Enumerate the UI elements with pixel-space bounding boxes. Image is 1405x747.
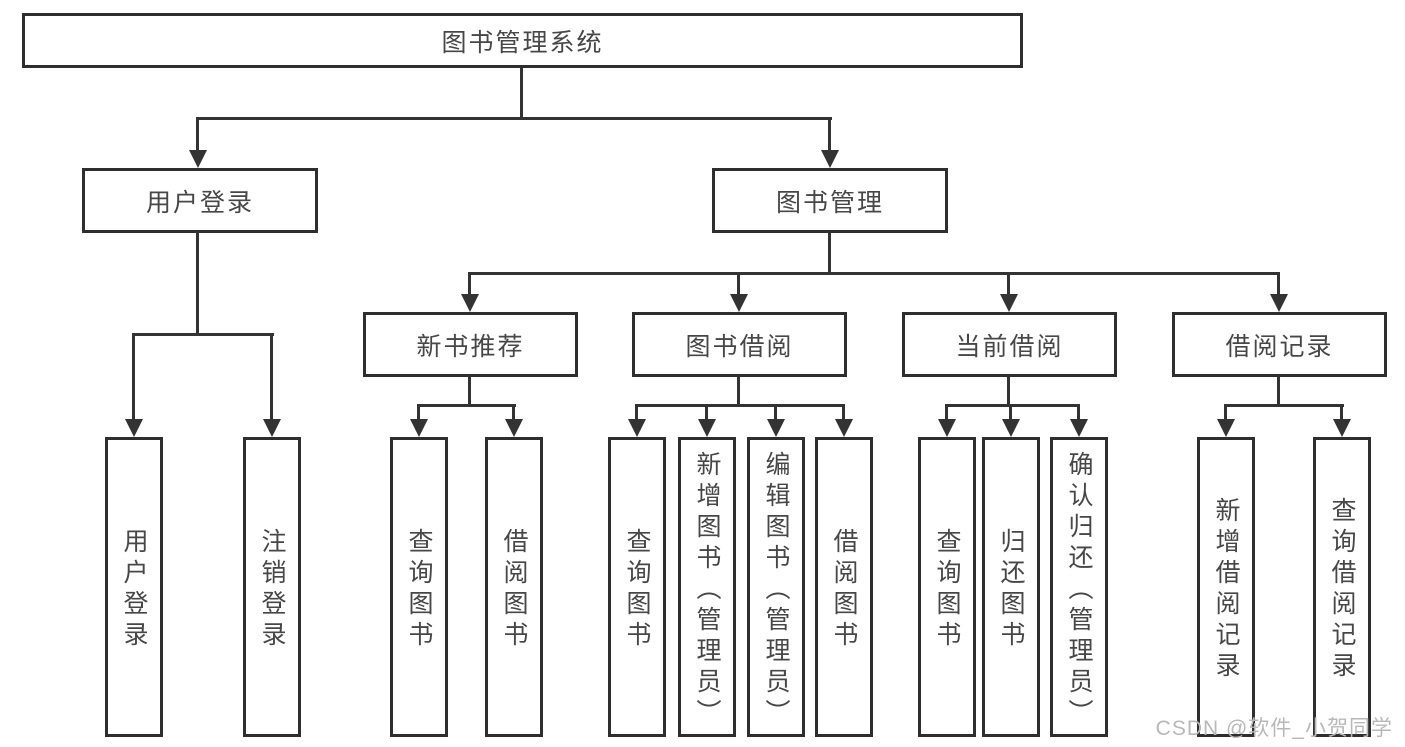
node-new-book-recommendation: 新书推荐 — [363, 312, 578, 377]
node-label: 查询图书 — [405, 528, 433, 652]
node-label: 用户登录 — [120, 528, 148, 652]
node-add-borrow-record: 新增借阅记录 — [1197, 437, 1255, 737]
connector-line — [132, 333, 135, 421]
connector-arrowhead — [410, 419, 428, 437]
node-label: 当前借阅 — [955, 332, 1064, 361]
connector-line — [945, 404, 948, 421]
connector-line — [417, 404, 420, 421]
node-label: 归还图书 — [997, 528, 1025, 652]
connector-line — [132, 333, 274, 336]
node-label: 借阅图书 — [500, 528, 528, 652]
node-label: 注销登录 — [258, 528, 286, 652]
watermark-text: CSDN @软件_小贺同学 — [1155, 717, 1393, 740]
connector-arrowhead — [1270, 294, 1288, 312]
node-borrowing-records: 借阅记录 — [1172, 312, 1387, 377]
node-label: 借阅记录 — [1225, 332, 1334, 361]
connector-line — [468, 272, 471, 297]
node-label: 用户登录 — [145, 188, 254, 217]
connector-line — [774, 404, 777, 421]
connector-line — [828, 117, 831, 152]
node-label: 图书借阅 — [685, 332, 794, 361]
node-label: 图书管理 — [775, 188, 884, 217]
node-library-management-system: 图书管理系统 — [22, 13, 1023, 68]
node-label: 新书推荐 — [416, 332, 525, 361]
connector-arrowhead — [767, 419, 785, 437]
node-borrow-books: 借阅图书 — [815, 437, 873, 737]
connector-arrowhead — [1333, 419, 1351, 437]
connector-arrowhead — [1000, 294, 1018, 312]
node-query-books-borrowing: 查询图书 — [608, 437, 666, 737]
node-label: 借阅图书 — [830, 528, 858, 652]
node-logout-action: 注销登录 — [243, 437, 301, 737]
node-current-borrowing: 当前借阅 — [902, 312, 1117, 377]
connector-line — [945, 404, 1080, 407]
connector-line — [468, 377, 471, 407]
connector-arrowhead — [730, 294, 748, 312]
connector-line — [1340, 404, 1343, 421]
connector-line — [1007, 272, 1010, 297]
connector-arrowhead — [628, 419, 646, 437]
connector-line — [1009, 404, 1012, 421]
connector-arrowhead — [1070, 419, 1088, 437]
connector-arrowhead — [1217, 419, 1235, 437]
connector-arrowhead — [461, 294, 479, 312]
node-add-books-admin: 新增图书（管理员） — [678, 437, 736, 737]
node-return-books: 归还图书 — [982, 437, 1040, 737]
connector-line — [468, 272, 1280, 275]
connector-arrowhead — [125, 419, 143, 437]
node-user-login: 用户登录 — [82, 168, 318, 233]
connector-line — [705, 404, 708, 421]
connector-line — [417, 404, 516, 407]
connector-line — [196, 117, 199, 152]
connector-line — [737, 377, 740, 407]
connector-line — [737, 272, 740, 297]
connector-arrowhead — [263, 419, 281, 437]
node-book-management: 图书管理 — [712, 168, 948, 233]
node-query-books-current: 查询图书 — [918, 437, 976, 737]
connector-line — [270, 333, 273, 421]
node-borrow-books-recommend: 借阅图书 — [485, 437, 543, 737]
connector-line — [1277, 377, 1280, 407]
node-label: 图书管理系统 — [441, 28, 604, 57]
node-label: 查询图书 — [623, 528, 651, 652]
connector-line — [196, 117, 832, 120]
connector-line — [828, 233, 831, 275]
connector-line — [1224, 404, 1344, 407]
connector-line — [520, 68, 523, 120]
connector-line — [512, 404, 515, 421]
connector-line — [196, 232, 199, 336]
node-user-login-action: 用户登录 — [105, 437, 163, 737]
node-book-borrowing: 图书借阅 — [632, 312, 847, 377]
connector-arrowhead — [835, 419, 853, 437]
connector-arrowhead — [938, 419, 956, 437]
connector-arrowhead — [821, 150, 839, 168]
node-label: 编辑图书（管理员） — [762, 450, 790, 730]
connector-line — [1077, 404, 1080, 421]
connector-line — [1007, 377, 1010, 407]
node-label: 查询图书 — [933, 528, 961, 652]
node-label: 查询借阅记录 — [1328, 497, 1356, 683]
node-query-books-recommend: 查询图书 — [390, 437, 448, 737]
node-label: 新增借阅记录 — [1212, 497, 1240, 683]
connector-line — [635, 404, 845, 407]
node-confirm-return-admin: 确认归还（管理员） — [1050, 437, 1108, 737]
connector-line — [842, 404, 845, 421]
connector-line — [1277, 272, 1280, 297]
connector-arrowhead — [189, 150, 207, 168]
connector-line — [1224, 404, 1227, 421]
connector-arrowhead — [505, 419, 523, 437]
connector-arrowhead — [1002, 419, 1020, 437]
node-label: 新增图书（管理员） — [693, 450, 721, 730]
node-query-borrow-record: 查询借阅记录 — [1313, 437, 1371, 737]
connector-arrowhead — [698, 419, 716, 437]
node-edit-books-admin: 编辑图书（管理员） — [747, 437, 805, 737]
connector-line — [635, 404, 638, 421]
node-label: 确认归还（管理员） — [1065, 450, 1093, 730]
